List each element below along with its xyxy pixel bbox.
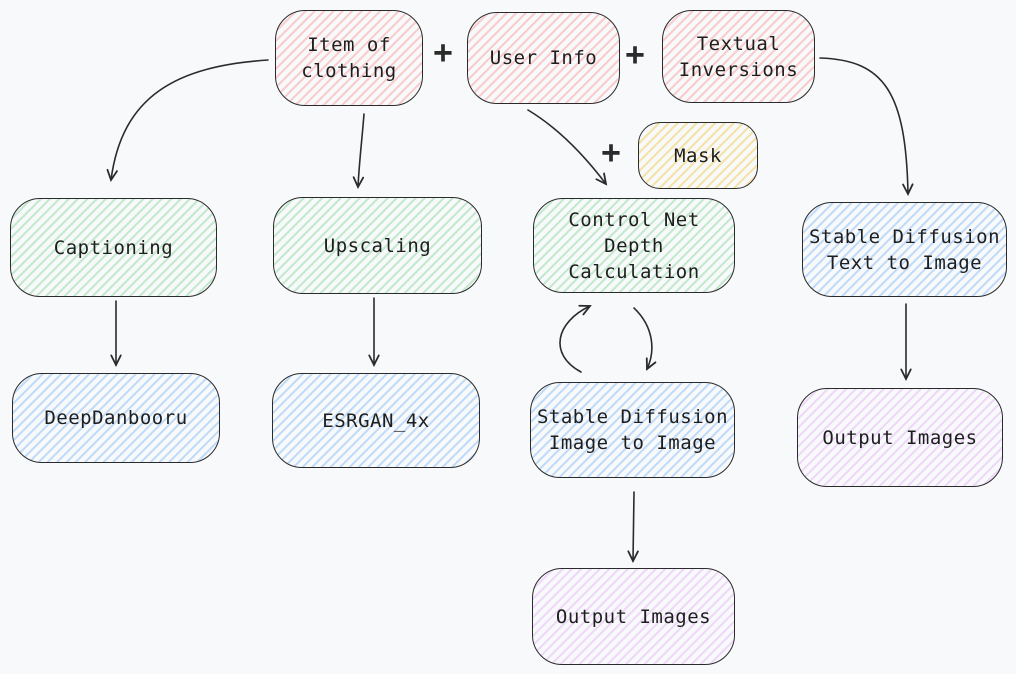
plus-operator-userinfo-textualinv: +	[625, 35, 645, 73]
arrow-sdimg2img-to-output	[627, 491, 639, 564]
node-label: Mask	[674, 144, 722, 167]
node-label: Output Images	[555, 605, 712, 628]
node-label: DeepDanbooru	[44, 407, 188, 429]
node-sd-image-to-image[interactable]: Stable Diffusion Image to Image	[530, 382, 735, 478]
node-label: Control Net Depth Calculation	[568, 208, 700, 283]
node-output-images-bottom[interactable]: Output Images	[532, 568, 735, 665]
node-output-images-right[interactable]: Output Images	[797, 388, 1003, 487]
node-label: ESRGAN_4x	[322, 409, 430, 432]
node-deepdanbooru[interactable]: DeepDanbooru	[12, 373, 220, 463]
node-item-of-clothing[interactable]: Item of clothing	[275, 10, 423, 106]
node-captioning[interactable]: Captioning	[10, 198, 217, 297]
arrow-controlnet-to-sdimg2img	[633, 307, 657, 371]
arrow-textualinv-to-sdtxt2img	[819, 57, 914, 197]
node-controlnet-depth[interactable]: Control Net Depth Calculation	[533, 198, 735, 293]
arrow-item-to-captioning	[106, 59, 269, 182]
node-textual-inversions[interactable]: Textual Inversions	[662, 10, 815, 103]
node-label: Output Images	[822, 426, 978, 449]
node-label: Item of clothing	[301, 34, 397, 82]
node-esrgan-4x[interactable]: ESRGAN_4x	[272, 373, 480, 468]
arrow-item-to-upscaling	[352, 113, 365, 190]
node-label: Captioning	[53, 236, 174, 259]
node-label: User Info	[489, 47, 598, 69]
arrow-userinfo-to-controlnet	[527, 109, 608, 186]
node-label: Upscaling	[323, 234, 432, 257]
node-mask[interactable]: Mask	[638, 122, 758, 189]
plus-operator-mask: +	[601, 133, 621, 171]
node-user-info[interactable]: User Info	[467, 12, 620, 104]
node-label: Textual Inversions	[678, 32, 799, 81]
node-upscaling[interactable]: Upscaling	[273, 197, 482, 294]
node-label: Stable Diffusion Image to Image	[536, 406, 729, 454]
arrow-sdimg2img-to-controlnet	[559, 304, 592, 373]
plus-operator-item-userinfo: +	[433, 33, 453, 71]
node-sd-text-to-image[interactable]: Stable Diffusion Text to Image	[802, 202, 1007, 297]
node-label: Stable Diffusion Text to Image	[808, 225, 1001, 274]
